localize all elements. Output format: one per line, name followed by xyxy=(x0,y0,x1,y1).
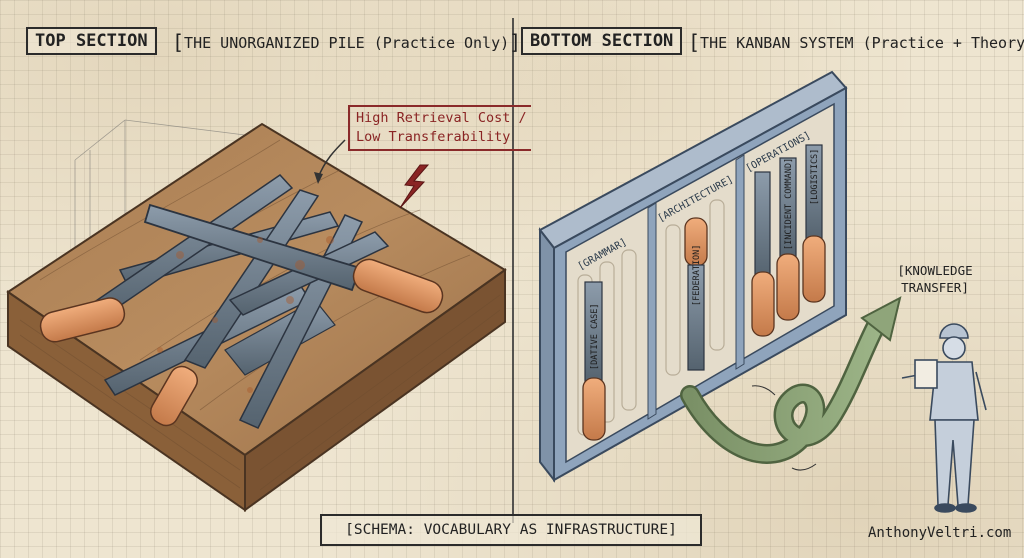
tool-dative-case xyxy=(582,281,606,441)
rust-spots xyxy=(157,236,334,393)
retrieval-cost-annotation: High Retrieval Cost / Low Transferabilit… xyxy=(348,105,531,151)
knowledge-transfer-line-1: [KNOWLEDGE xyxy=(897,263,973,278)
bottom-section-title: BOTTOM SECTION xyxy=(521,27,683,55)
person-with-clipboard-icon xyxy=(901,323,987,513)
top-section-subtitle-text: THE UNORGANIZED PILE (Practice Only) xyxy=(184,34,510,52)
knowledge-transfer-label: [KNOWLEDGE TRANSFER] xyxy=(880,262,990,296)
annotation-line-1: High Retrieval Cost / xyxy=(356,110,527,126)
pile-file-5 xyxy=(39,174,294,343)
knowledge-transfer-line-2: TRANSFER] xyxy=(901,280,969,295)
annotation-line-2: Low Transferability xyxy=(356,129,511,145)
schema-caption: [SCHEMA: VOCABULARY AS INFRASTRUCTURE] xyxy=(320,514,702,546)
tool-logistics xyxy=(802,144,826,303)
bottom-section-subtitle-text: THE KANBAN SYSTEM (Practice + Theory) xyxy=(700,34,1024,52)
top-section-subtitle: [THE UNORGANIZED PILE (Practice Only)] xyxy=(172,30,522,54)
pile-file-7-large xyxy=(143,203,444,314)
tool-label-federation: [FEDERATION] xyxy=(692,245,702,306)
top-section-title: TOP SECTION xyxy=(26,27,157,55)
bottom-section-subtitle: [THE KANBAN SYSTEM (Practice + Theory)] xyxy=(688,29,1024,54)
tool-label-incident-command: [INCIDENT COMMAND] xyxy=(784,158,794,250)
tool-incident-command xyxy=(776,157,800,321)
credit-link[interactable]: AnthonyVeltri.com xyxy=(868,525,1012,541)
lightning-bolt-icon xyxy=(399,164,430,209)
tool-label-dative-case: [DATIVE CASE] xyxy=(590,303,600,370)
tool-label-logistics: [LOGISTICS] xyxy=(810,149,820,205)
section-divider xyxy=(512,18,514,523)
tool-operations-blank xyxy=(751,171,775,337)
curved-arrow-icon xyxy=(680,296,902,471)
tool-federation xyxy=(684,217,708,371)
